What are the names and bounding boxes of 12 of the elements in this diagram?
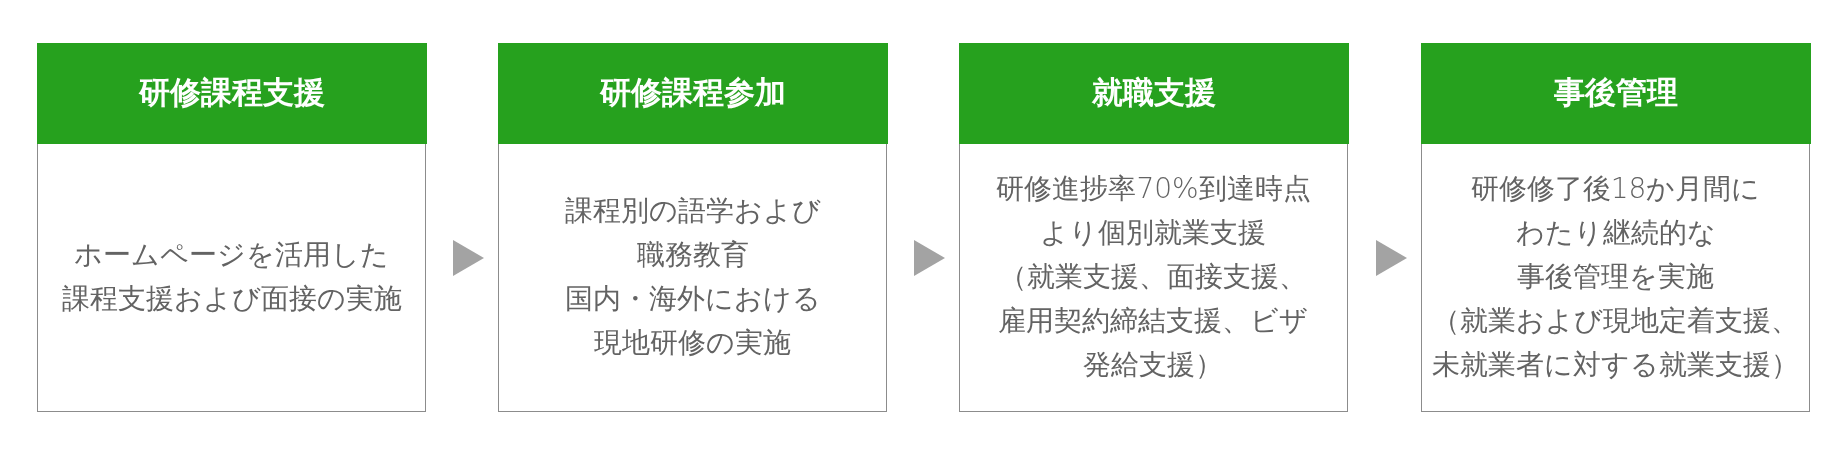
step-heading: 就職支援 xyxy=(958,42,1349,144)
process-box xyxy=(1421,43,1810,412)
step-heading: 事後管理 xyxy=(1420,42,1811,144)
step-heading: 研修課程参加 xyxy=(497,42,888,144)
process-box xyxy=(498,43,887,412)
step-description: ホームページを活用した課程支援および面接の実施 xyxy=(61,237,402,318)
step-heading: 研修課程支援 xyxy=(36,42,427,144)
process-box xyxy=(959,43,1348,412)
step-description: 研修進捗率70%到達時点より個別就業支援（就業支援、面接支援、雇用契約締結支援、ビザ発給支援） xyxy=(996,171,1311,384)
process-box xyxy=(37,43,426,412)
step-description: 研修修了後18か月間にわたり継続的な事後管理を実施（就業および現地定着支援、未就業者に対する就業支援） xyxy=(1432,171,1799,384)
step-description: 課程別の語学および職務教育国内・海外における現地研修の実施 xyxy=(564,193,821,362)
